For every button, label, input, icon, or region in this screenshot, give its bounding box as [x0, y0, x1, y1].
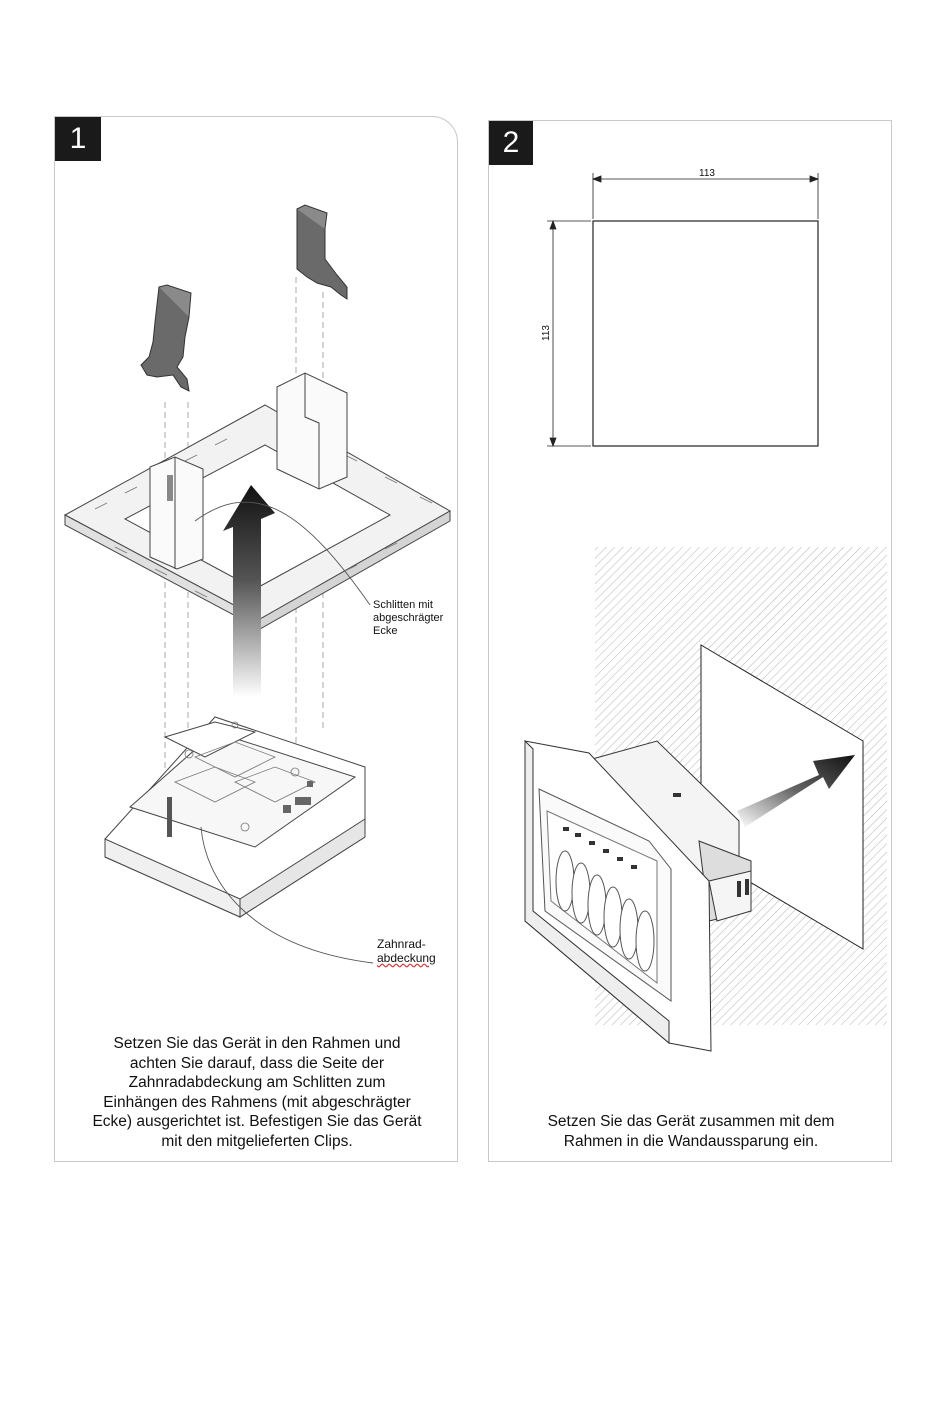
step-1-caption: Setzen Sie das Gerät in den Rahmen und a…	[92, 1035, 422, 1150]
callout-gear-cover: Zahnrad- abdeckung	[377, 937, 436, 965]
step-2-panel: 2 113 113	[488, 120, 892, 1162]
step-1-badge: 1	[55, 117, 101, 161]
step-2-badge: 2	[489, 121, 533, 165]
dim-height-label: 113	[541, 325, 552, 341]
up-arrow	[223, 485, 275, 697]
step-1-illustration	[63, 204, 452, 964]
device-body	[104, 716, 366, 918]
callout-slider: Schlitten mit abgeschrägter Ecke	[373, 599, 444, 637]
clip-left	[140, 284, 192, 392]
insert-arrow	[737, 755, 855, 827]
clip-right	[296, 204, 348, 300]
step-2-illustration: 113 113	[524, 168, 887, 1052]
cutout-square	[592, 220, 819, 447]
step-2-caption: Setzen Sie das Gerät zusammen mit dem Ra…	[547, 1113, 835, 1150]
dim-width-label: 113	[699, 168, 715, 179]
step-1-panel: 1	[54, 116, 458, 1162]
